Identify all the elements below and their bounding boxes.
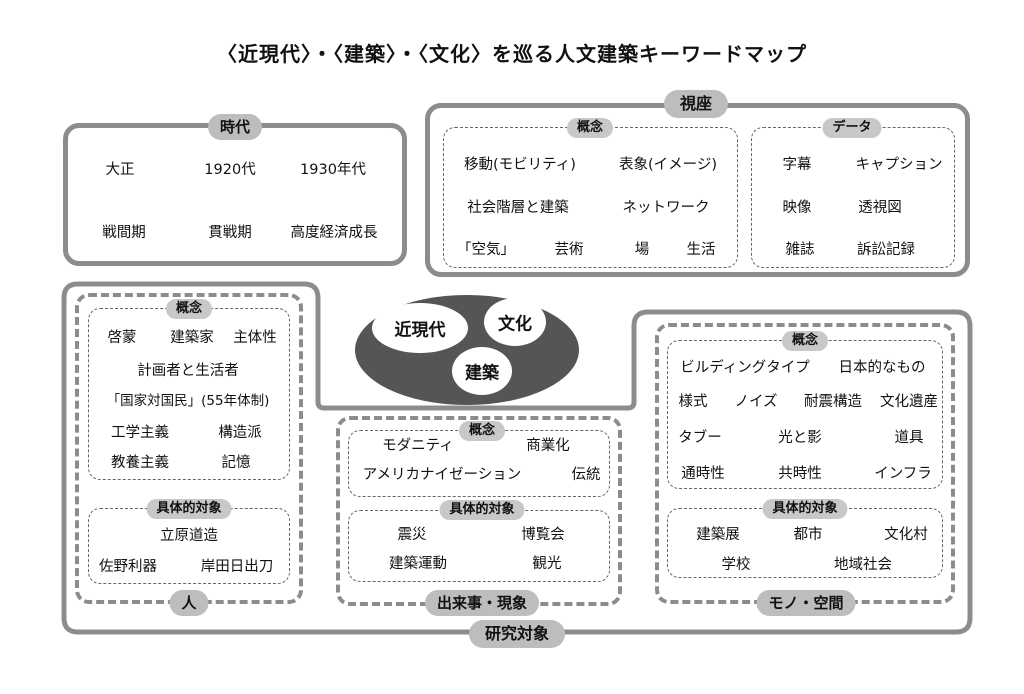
dekigoto-gainen-label: 概念 [458, 421, 506, 441]
center-kenchiku: 建築 [465, 363, 499, 384]
kenkyu-label: 研究対象 [468, 620, 566, 648]
shiza-gainen-label: 概念 [566, 118, 614, 138]
hito-gutai-item: 立原道造 [160, 528, 218, 544]
hito-label: 人 [169, 590, 209, 616]
page-title: 〈近現代〉・〈建築〉・〈文化〉を巡る人文建築キーワードマップ [217, 42, 807, 66]
jidai-item: 戦間期 [102, 225, 146, 241]
dekigoto-label: 出来事・現象 [424, 590, 540, 616]
jidai-item: 大正 [105, 162, 135, 178]
shiza-data-item: 訴訟記録 [857, 242, 915, 258]
center-kingendai: 近現代 [394, 320, 446, 341]
dekigoto-gutai-label: 具体的対象 [439, 500, 525, 520]
shiza-gainen-item: 「空気」 [457, 242, 515, 258]
hito-gainen-item: 建築家 [170, 330, 214, 346]
mono-gainen-item: 共時性 [778, 466, 822, 482]
dekigoto-gutai-item: 博覧会 [521, 527, 565, 543]
jidai-item: 高度経済成長 [290, 225, 378, 241]
shiza-label: 視座 [663, 90, 729, 118]
jidai-label: 時代 [207, 114, 263, 140]
hito-gainen-item: 啓蒙 [107, 330, 137, 346]
mono-gutai-item: 学校 [721, 557, 751, 573]
shiza-data-label: データ [822, 118, 882, 138]
shiza-data-item: 透視図 [858, 200, 902, 216]
shiza-gainen-item: 表象(イメージ) [618, 157, 718, 173]
mono-gutai-item: 地域社会 [834, 557, 892, 573]
hito-gainen-item: 教養主義 [111, 455, 169, 471]
mono-gainen-item: 道具 [894, 430, 924, 446]
mono-gainen-item: 文化遺産 [880, 394, 938, 410]
mono-gainen-item: ビルディングタイプ [680, 360, 810, 376]
shiza-data-item: キャプション [855, 157, 943, 173]
mono-gainen-item: タブー [678, 430, 722, 446]
shiza-data-item: 映像 [782, 200, 812, 216]
mono-gutai-label: 具体的対象 [762, 499, 848, 519]
mono-gainen-item: 日本的なもの [838, 360, 926, 376]
hito-gainen-item: 「国家対国民」(55年体制) [106, 393, 270, 409]
dekigoto-gainen-item: 商業化 [526, 438, 570, 454]
hito-gainen-item: 構造派 [218, 425, 262, 441]
hito-gainen-item: 主体性 [233, 330, 277, 346]
hito-gutai-item: 佐野利器 [99, 559, 157, 575]
shiza-gainen-item: 場 [634, 242, 650, 258]
shiza-data-item: 字幕 [782, 157, 812, 173]
mono-gainen-item: 様式 [678, 394, 708, 410]
jidai-item: 1930年代 [300, 162, 366, 178]
dekigoto-gutai-item: 観光 [532, 556, 562, 572]
hito-gutai-item: 岸田日出刀 [200, 559, 274, 575]
mono-gainen-item: 耐震構造 [804, 394, 862, 410]
dekigoto-gainen-item: アメリカナイゼーション [362, 467, 522, 483]
hito-gainen-item: 計画者と生活者 [137, 363, 239, 379]
mono-gainen-item: 光と影 [778, 430, 822, 446]
jidai-item: 貫戦期 [208, 225, 252, 241]
hito-gutai-label: 具体的対象 [146, 499, 232, 519]
shiza-gainen-item: ネットワーク [622, 200, 710, 216]
center-bunka: 文化 [498, 314, 532, 335]
hito-gainen-item: 記憶 [221, 455, 251, 471]
mono-gutai-item: 都市 [793, 527, 823, 543]
hito-gainen-label: 概念 [165, 299, 213, 319]
mono-gainen-item: ノイズ [734, 394, 778, 410]
hito-gainen-item: 工学主義 [111, 425, 169, 441]
shiza-gainen-item: 芸術 [554, 242, 584, 258]
mono-gainen-item: 通時性 [681, 466, 725, 482]
shiza-gainen-item: 生活 [686, 242, 716, 258]
dekigoto-gainen-item: 伝統 [571, 467, 601, 483]
jidai-item: 1920代 [204, 162, 256, 178]
mono-gainen-label: 概念 [781, 331, 829, 351]
mono-label: モノ・空間 [756, 590, 856, 616]
dekigoto-gutai-item: 建築運動 [389, 556, 447, 572]
shiza-gainen-item: 社会階層と建築 [467, 200, 569, 216]
dekigoto-gutai-item: 震災 [397, 527, 427, 543]
mono-gainen-item: インフラ [874, 466, 932, 482]
mono-gutai-item: 建築展 [696, 527, 740, 543]
mono-gutai-item: 文化村 [884, 527, 928, 543]
dekigoto-gainen-item: モダニティ [382, 438, 454, 454]
shiza-data-item: 雑誌 [785, 242, 815, 258]
dekigoto-gutai-box [348, 510, 610, 582]
shiza-gainen-item: 移動(モビリティ) [464, 157, 576, 173]
